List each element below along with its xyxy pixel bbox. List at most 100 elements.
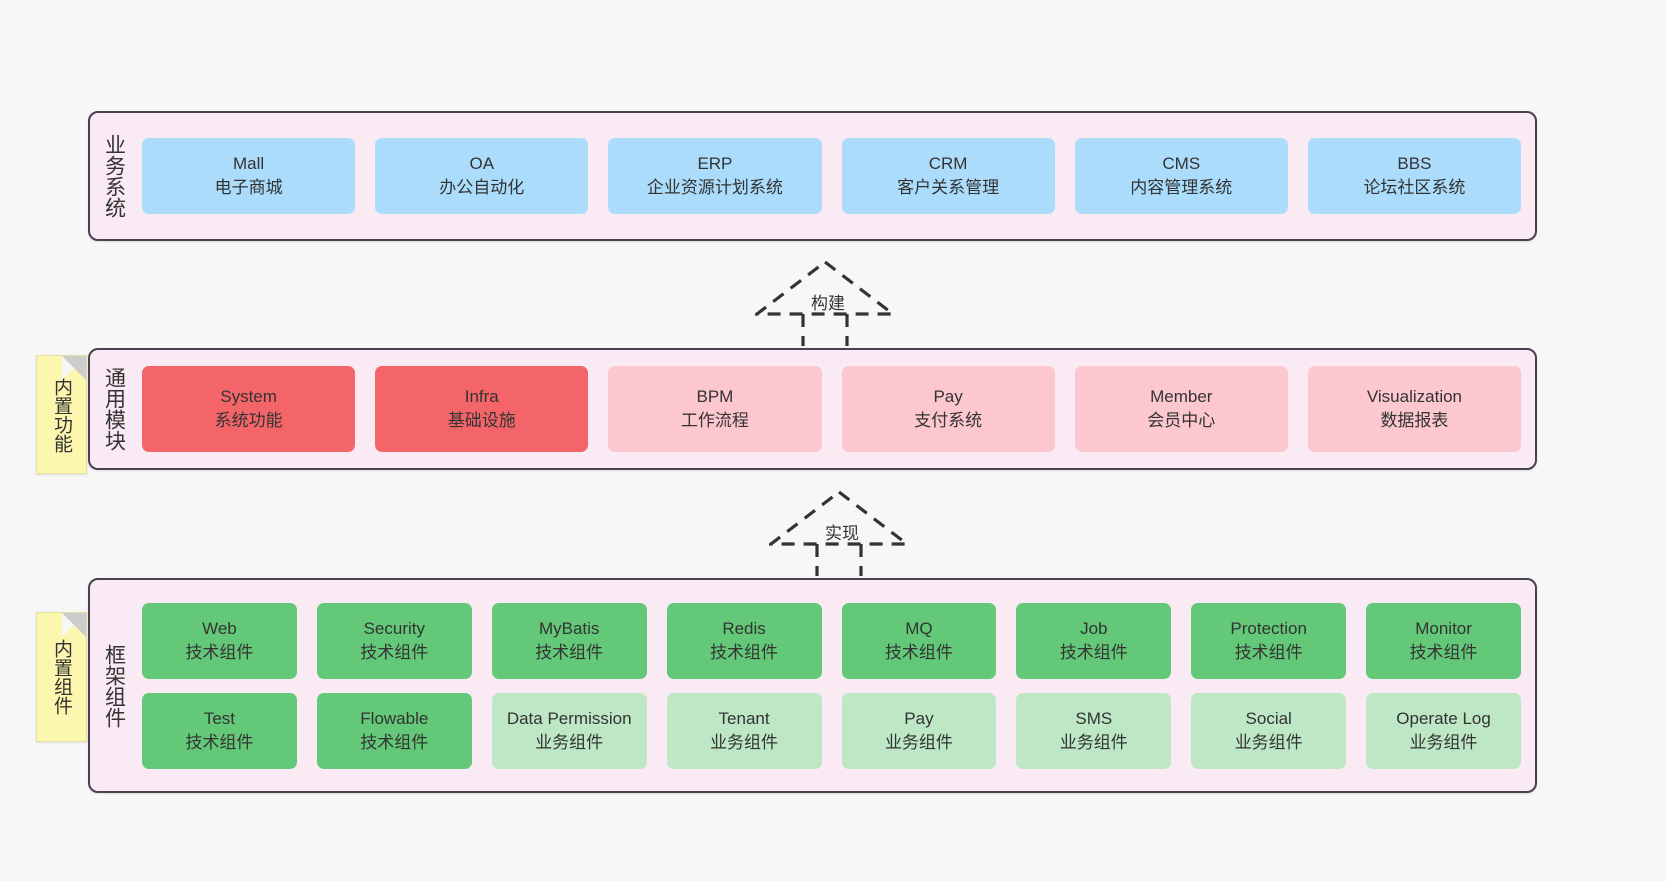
node-system-name: System (220, 387, 277, 406)
node-redis-desc: 技术组件 (710, 642, 779, 662)
node-data-permission-name: Data Permission (506, 708, 632, 728)
node-job[interactable]: Job 技术组件 (1016, 602, 1172, 679)
layer-framework-component-title: 框架组件 (102, 643, 126, 728)
node-crm-desc: 客户关系管理 (897, 178, 1000, 197)
node-bbs-desc: 论坛社区系统 (1363, 178, 1466, 197)
node-tenant[interactable]: Tenant 业务组件 (666, 692, 822, 769)
node-crm-name: CRM (928, 154, 968, 173)
node-test-name: Test (203, 708, 236, 728)
node-redis-name: Redis (722, 618, 766, 638)
node-flowable-name: Flowable (360, 708, 429, 728)
node-web-desc: 技术组件 (185, 642, 254, 662)
node-operate-log-desc: 业务组件 (1409, 732, 1478, 752)
node-test-desc: 技术组件 (185, 732, 254, 752)
node-mq-name: MQ (905, 618, 933, 638)
node-pay-component[interactable]: Pay 业务组件 (841, 692, 997, 769)
node-infra-name: Infra (464, 387, 499, 406)
sticky-note-builtin-components: 内置组件 (36, 612, 87, 742)
sticky-note-builtin-features: 内置功能 (36, 355, 87, 474)
sticky-fold-corner-icon-2 (62, 613, 86, 637)
layer-business-system-title: 业务系统 (102, 134, 126, 218)
node-sms[interactable]: SMS 业务组件 (1016, 692, 1172, 769)
sticky-note-builtin-components-text: 内置组件 (51, 639, 72, 715)
node-oa-desc: 办公自动化 (439, 178, 525, 197)
node-job-name: Job (1080, 618, 1108, 638)
node-oa[interactable]: OA 办公自动化 (375, 138, 589, 214)
node-monitor-name: Monitor (1415, 618, 1472, 638)
layer-common-module-body: System 系统功能 Infra 基础设施 BPM 工作流程 Pay 支付系统… (138, 350, 1535, 468)
node-security[interactable]: Security 技术组件 (316, 602, 472, 679)
node-member-name: Member (1150, 387, 1213, 406)
node-security-desc: 技术组件 (360, 642, 429, 662)
node-infra[interactable]: Infra 基础设施 (375, 366, 589, 452)
node-crm[interactable]: CRM 客户关系管理 (841, 138, 1055, 214)
node-oa-name: OA (469, 154, 495, 173)
node-pay-module[interactable]: Pay 支付系统 (841, 366, 1055, 452)
node-erp-name: ERP (697, 154, 733, 173)
node-sms-desc: 业务组件 (1059, 732, 1128, 752)
node-data-permission[interactable]: Data Permission 业务组件 (491, 692, 647, 769)
node-mall[interactable]: Mall 电子商城 (142, 138, 356, 214)
layer-business-system: 业务系统 Mall 电子商城 OA 办公自动化 ERP 企业资源计划系统 CRM… (88, 111, 1537, 241)
node-system[interactable]: System 系统功能 (142, 366, 356, 452)
framework-node-row-1: Web 技术组件 Security 技术组件 MyBatis 技术组件 Redi… (142, 602, 1521, 679)
node-bbs-name: BBS (1397, 154, 1432, 173)
node-mall-desc: 电子商城 (214, 178, 283, 197)
layer-common-module-title: 通用模块 (102, 367, 126, 451)
node-bbs[interactable]: BBS 论坛社区系统 (1307, 138, 1522, 214)
layer-business-system-body: Mall 电子商城 OA 办公自动化 ERP 企业资源计划系统 CRM 客户关系… (138, 113, 1535, 239)
node-mall-name: Mall (233, 154, 265, 173)
node-monitor-desc: 技术组件 (1409, 642, 1478, 662)
node-mybatis-name: MyBatis (538, 618, 600, 638)
node-tenant-desc: 业务组件 (710, 732, 779, 752)
node-mybatis[interactable]: MyBatis 技术组件 (491, 602, 647, 679)
node-protection[interactable]: Protection 技术组件 (1191, 602, 1347, 679)
business-node-row: Mall 电子商城 OA 办公自动化 ERP 企业资源计划系统 CRM 客户关系… (142, 138, 1522, 214)
node-erp[interactable]: ERP 企业资源计划系统 (608, 138, 822, 214)
node-protection-name: Protection (1230, 618, 1307, 638)
node-data-permission-desc: 业务组件 (535, 732, 604, 752)
node-web[interactable]: Web 技术组件 (142, 602, 297, 679)
sticky-fold-corner-icon (62, 356, 86, 380)
node-pay-component-desc: 业务组件 (884, 732, 953, 752)
node-member[interactable]: Member 会员中心 (1074, 366, 1288, 452)
layer-framework-component-body: Web 技术组件 Security 技术组件 MyBatis 技术组件 Redi… (138, 580, 1535, 791)
node-flowable[interactable]: Flowable 技术组件 (316, 692, 472, 769)
node-cms[interactable]: CMS 内容管理系统 (1074, 138, 1288, 214)
node-protection-desc: 技术组件 (1234, 642, 1303, 662)
node-monitor[interactable]: Monitor 技术组件 (1366, 602, 1521, 679)
node-bpm-name: BPM (696, 387, 734, 406)
node-redis[interactable]: Redis 技术组件 (666, 602, 822, 679)
node-social-name: Social (1245, 708, 1292, 728)
node-cms-name: CMS (1162, 154, 1201, 173)
node-bpm[interactable]: BPM 工作流程 (608, 366, 822, 452)
node-visualization-name: Visualization (1366, 387, 1463, 406)
node-sms-name: SMS (1075, 708, 1113, 728)
node-member-desc: 会员中心 (1147, 411, 1216, 430)
node-test[interactable]: Test 技术组件 (142, 692, 297, 769)
node-flowable-desc: 技术组件 (360, 732, 429, 752)
node-social-desc: 业务组件 (1234, 732, 1303, 752)
node-bpm-desc: 工作流程 (680, 411, 749, 430)
node-operate-log-name: Operate Log (1396, 708, 1491, 728)
node-infra-desc: 基础设施 (447, 411, 516, 430)
node-mybatis-desc: 技术组件 (535, 642, 604, 662)
layer-common-module: 通用模块 System 系统功能 Infra 基础设施 BPM 工作流程 Pay… (88, 348, 1537, 470)
node-tenant-name: Tenant (718, 708, 770, 728)
sticky-note-builtin-features-text: 内置功能 (51, 376, 72, 453)
node-erp-desc: 企业资源计划系统 (646, 178, 783, 197)
node-visualization-desc: 数据报表 (1380, 411, 1449, 430)
node-operate-log[interactable]: Operate Log 业务组件 (1366, 692, 1521, 769)
node-social[interactable]: Social 业务组件 (1191, 692, 1347, 769)
node-mq[interactable]: MQ 技术组件 (841, 602, 997, 679)
connector-implement-label: 实现 (825, 524, 859, 543)
node-visualization[interactable]: Visualization 数据报表 (1307, 366, 1522, 452)
node-mq-desc: 技术组件 (884, 642, 953, 662)
node-job-desc: 技术组件 (1059, 642, 1128, 662)
node-pay-component-name: Pay (904, 708, 934, 728)
common-node-row: System 系统功能 Infra 基础设施 BPM 工作流程 Pay 支付系统… (142, 366, 1522, 452)
node-cms-desc: 内容管理系统 (1130, 178, 1233, 197)
layer-framework-component: 框架组件 Web 技术组件 Security 技术组件 MyBatis 技术组件… (88, 578, 1537, 793)
node-web-name: Web (202, 618, 237, 638)
